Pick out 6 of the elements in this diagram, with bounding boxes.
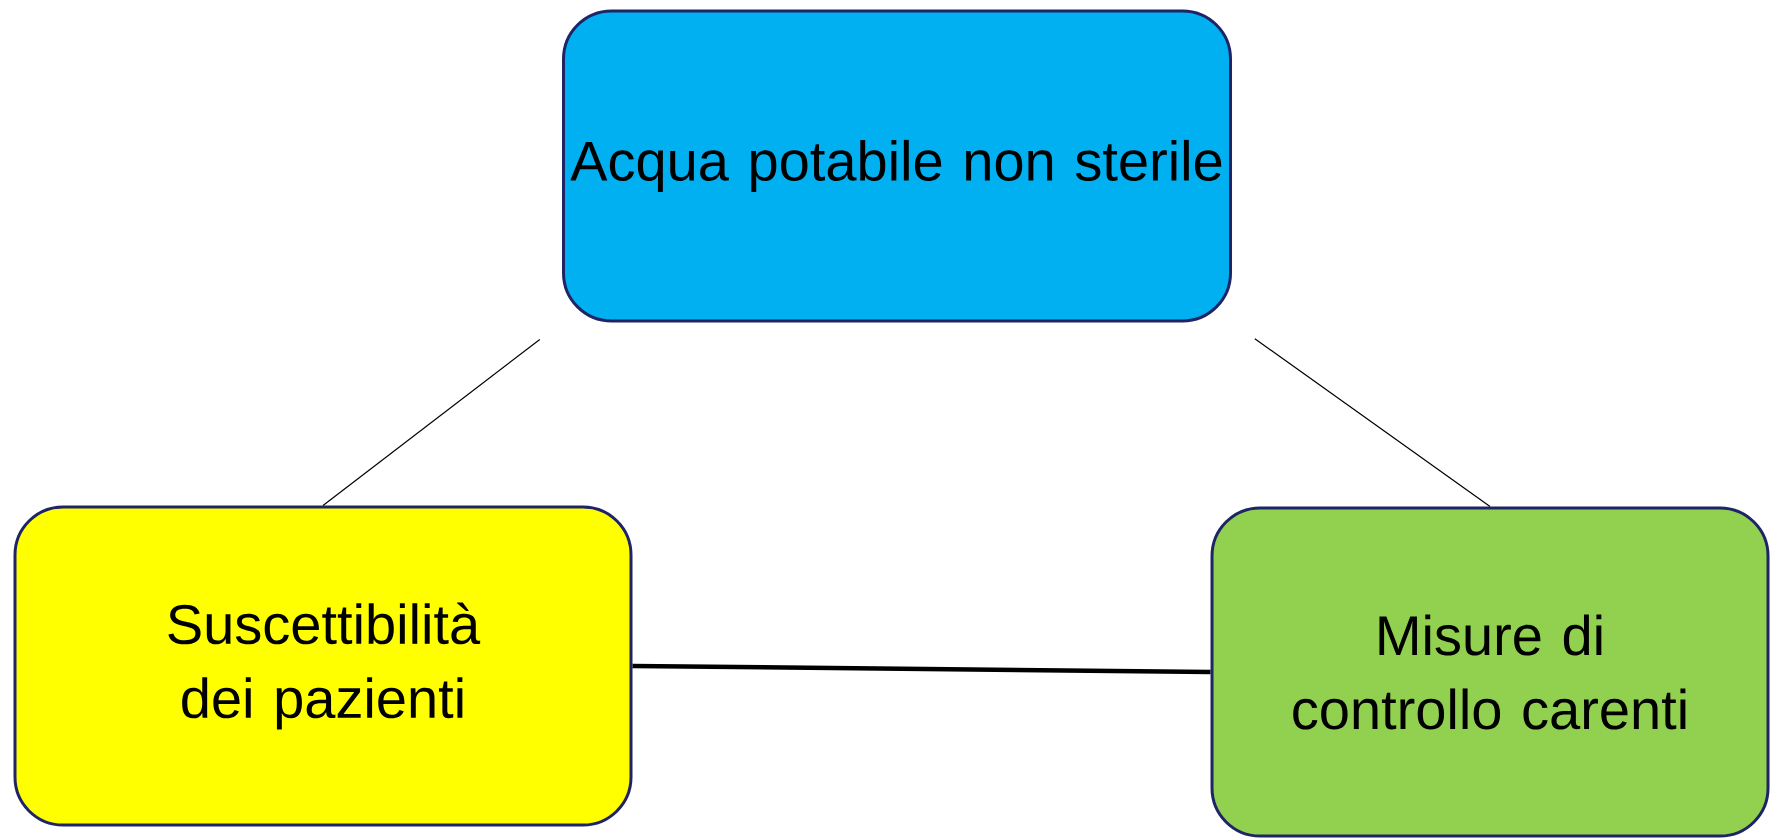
connector-line	[632, 663, 1211, 675]
text-box: Acqua potabile non sterile	[562, 9, 1232, 323]
connector-line	[1254, 338, 1491, 508]
connector-line	[322, 338, 541, 507]
text-box: Misure di controllo carenti	[1210, 506, 1770, 838]
text-box: Suscettibilità dei pazienti	[13, 505, 633, 827]
